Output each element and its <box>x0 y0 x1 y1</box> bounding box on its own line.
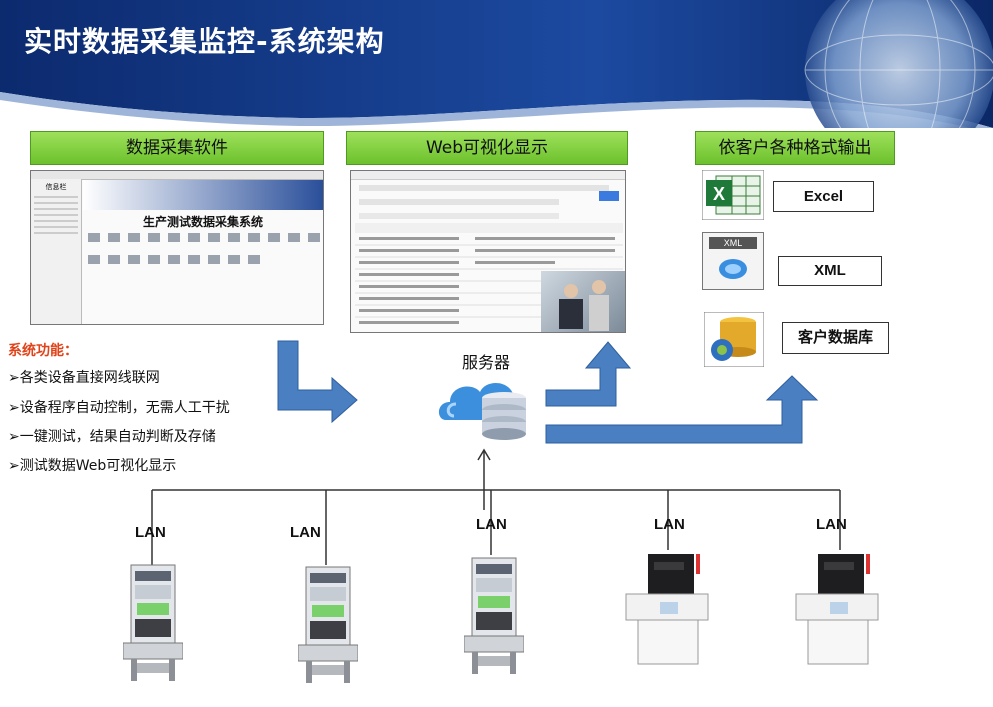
header-background <box>0 0 993 128</box>
excel-label: Excel <box>773 181 874 212</box>
feature-item-1: ➢各类设备直接网线联网 <box>8 370 160 386</box>
lan-label-5: LAN <box>816 516 847 533</box>
features-title: 系统功能： <box>8 343 78 359</box>
lan-label-2: LAN <box>290 524 321 541</box>
database-icon <box>704 312 764 367</box>
header-banner: 实时数据采集监控-系统架构 <box>0 0 993 128</box>
excel-icon: X <box>702 170 764 220</box>
xml-icon-label: XML <box>709 237 757 249</box>
database-label: 客户数据库 <box>782 322 889 354</box>
web-screenshot <box>350 170 626 333</box>
web-photo <box>541 271 625 332</box>
software-sidebar-title: 信息栏 <box>45 183 67 191</box>
web-table <box>355 223 623 324</box>
software-screenshot: 信息栏 生产测试数据采集系统 <box>30 170 324 325</box>
lan-label-4: LAN <box>654 516 685 533</box>
xml-icon-graphic <box>719 259 747 279</box>
software-heading: 生产测试数据采集系统 <box>142 215 263 229</box>
xml-icon: XML <box>702 232 764 290</box>
feature-item-2: ➢设备程序自动控制，无需人工干扰 <box>8 400 230 416</box>
arrow-software-to-server <box>277 340 358 424</box>
xml-label: XML <box>778 256 882 286</box>
section-software-tab: 数据采集软件 <box>30 131 324 165</box>
svg-text:X: X <box>713 184 725 204</box>
section-output-tab: 依客户各种格式输出 <box>695 131 895 165</box>
software-menubar <box>31 171 323 180</box>
arrow-server-to-web <box>545 341 632 407</box>
software-sidebar: 信息栏 <box>31 179 82 324</box>
software-banner <box>83 180 323 210</box>
test-station-2 <box>298 566 358 683</box>
server-icon <box>438 382 526 440</box>
arrow-server-to-output <box>545 375 819 444</box>
lan-label-3: LAN <box>476 516 507 533</box>
test-station-3 <box>464 557 524 674</box>
test-machine-1 <box>625 554 709 665</box>
feature-item-3: ➢一键测试，结果自动判断及存储 <box>8 429 216 445</box>
software-device-grid <box>88 233 320 264</box>
page-title: 实时数据采集监控-系统架构 <box>24 25 385 58</box>
section-web-tab: Web可视化显示 <box>346 131 628 165</box>
lan-label-1: LAN <box>135 524 166 541</box>
test-station-1 <box>123 564 183 681</box>
server-label: 服务器 <box>462 353 511 372</box>
test-machine-2 <box>795 554 879 665</box>
feature-item-4: ➢测试数据Web可视化显示 <box>8 458 177 474</box>
